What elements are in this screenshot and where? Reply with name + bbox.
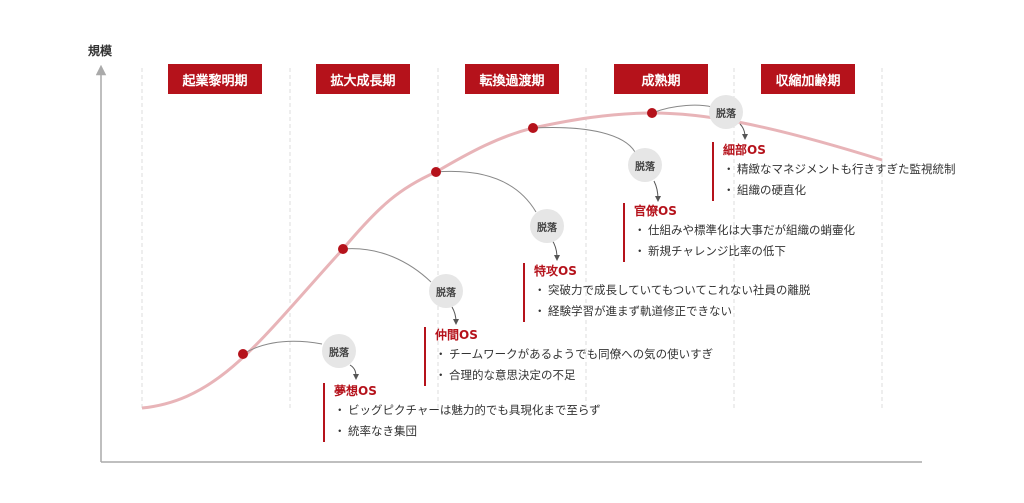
os-block-assault: 特攻OS ・突破力で成長していてもついてこれない社員の離脱 ・経験学習が進まず軌… (523, 263, 810, 322)
dropout-badge: 脱落 (530, 209, 564, 243)
os-title: 細部OS (723, 143, 766, 157)
transition-point (338, 244, 348, 254)
os-item: ・仕組みや標準化は大事だが組織の蛸壷化 (634, 223, 855, 237)
transition-point (528, 123, 538, 133)
dropout-connector (551, 239, 560, 261)
dropout-connector (651, 104, 713, 114)
phase-label: 成熟期 (614, 64, 708, 94)
os-title: 仲間OS (435, 328, 478, 342)
growth-curve (141, 111, 883, 410)
dropout-badge: 脱落 (429, 274, 463, 308)
dropout-connector (342, 248, 432, 283)
dropout-connector (739, 123, 748, 140)
os-item: ・経験学習が進まず軌道修正できない (534, 304, 732, 318)
os-item: ・突破力で成長していてもついてこれない社員の離脱 (534, 283, 811, 297)
transition-point (238, 349, 248, 359)
phase-label: 収縮加齢期 (761, 64, 855, 94)
phase-label: 起業黎明期 (168, 64, 262, 94)
dropout-connector (435, 170, 537, 213)
os-title: 夢想OS (334, 384, 377, 398)
phase-label: 転換過渡期 (465, 64, 559, 94)
dropout-badge: 脱落 (322, 334, 356, 368)
os-block-fellowship: 仲間OS ・チームワークがあるようでも同僚への気の使いすぎ ・合理的な意思決定の… (424, 327, 713, 386)
os-item: ・合理的な意思決定の不足 (435, 368, 576, 382)
os-block-detail: 細部OS ・精緻なマネジメントも行きすぎた監視統制 ・組織の硬直化 (712, 142, 956, 201)
os-item: ・ビッグピクチャーは魅力的でも具現化まで至らず (334, 403, 601, 417)
os-item: ・チームワークがあるようでも同僚への気の使いすぎ (435, 347, 714, 361)
os-title: 特攻OS (534, 264, 577, 278)
dropout-badge: 脱落 (709, 95, 743, 129)
dropout-connector (242, 340, 323, 355)
dropout-connector (653, 180, 661, 202)
os-block-bureaucracy: 官僚OS ・仕組みや標準化は大事だが組織の蛸壷化 ・新規チャレンジ比率の低下 (623, 203, 855, 262)
transition-point (647, 108, 657, 118)
phase-label: 拡大成長期 (316, 64, 410, 94)
dropout-badge: 脱落 (628, 148, 662, 182)
dropout-connector (451, 306, 459, 325)
os-item: ・組織の硬直化 (723, 183, 806, 197)
os-title: 官僚OS (634, 204, 677, 218)
dropout-connector (349, 364, 359, 380)
y-axis-label: 規模 (88, 44, 113, 58)
os-item: ・新規チャレンジ比率の低下 (634, 244, 786, 258)
dropout-connector (532, 126, 636, 153)
transition-point (431, 167, 441, 177)
os-block-dream: 夢想OS ・ビッグピクチャーは魅力的でも具現化まで至らず ・統率なき集団 (323, 383, 601, 442)
os-item: ・精緻なマネジメントも行きすぎた監視統制 (723, 162, 956, 176)
os-item: ・統率なき集団 (334, 424, 417, 438)
